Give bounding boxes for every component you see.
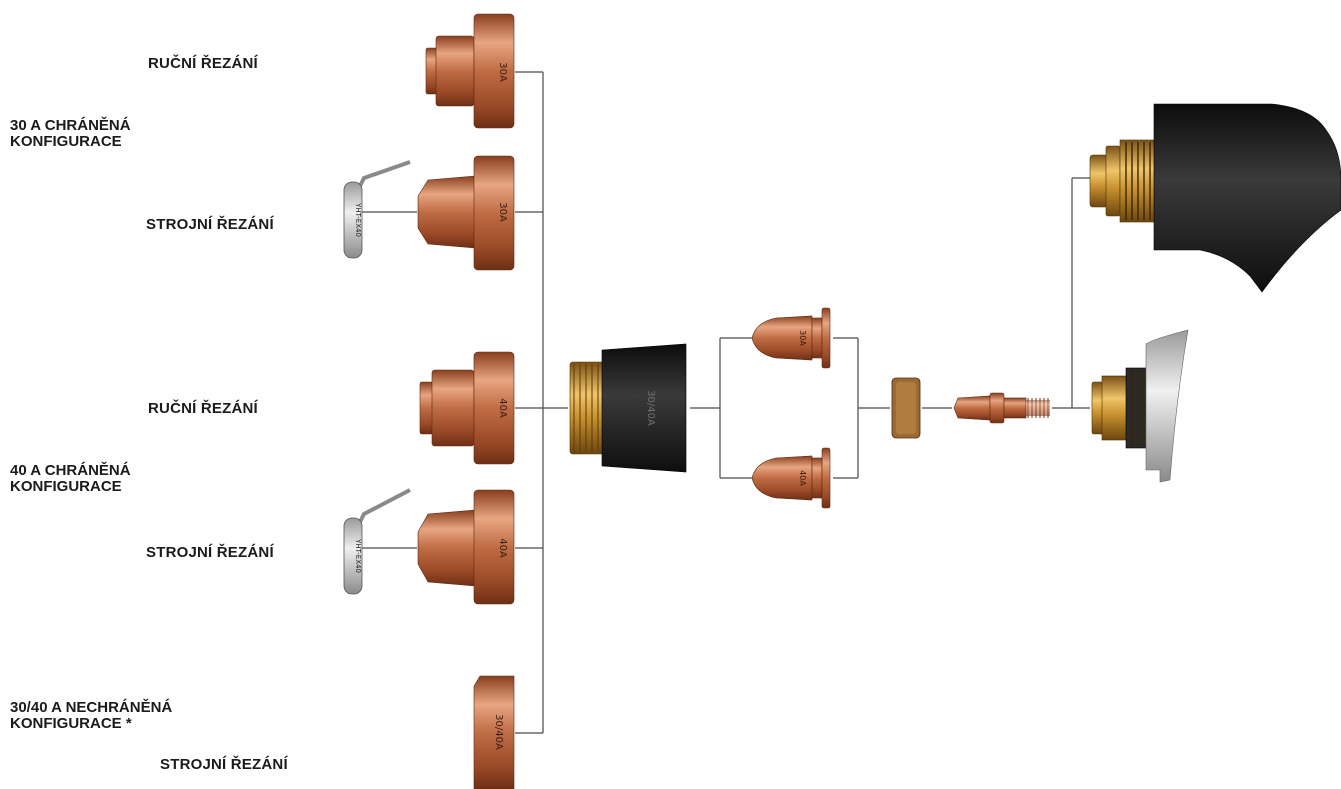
- machine-torch-head: [1091, 329, 1189, 483]
- stamp-tip-30a: 30A: [798, 330, 807, 346]
- stamp-30a-manual: 30A: [497, 62, 508, 82]
- stamp-30a-machine: 30A: [497, 202, 508, 222]
- machine-cutting-unshielded-label: STROJNÍ ŘEZÁNÍ: [160, 756, 288, 773]
- shield-cup: 30/40A: [569, 343, 687, 473]
- stamp-40a-machine: 40A: [497, 538, 508, 558]
- group-40a-line2: KONFIGURACE: [10, 478, 122, 495]
- group-30a-line2: KONFIGURACE: [10, 133, 122, 150]
- standoff-gauge-30a: YHT-EX40: [343, 160, 411, 259]
- group-unshielded-line2: KONFIGURACE *: [10, 715, 132, 732]
- group-unshielded: 30/40 A NECHRÁNĚNÁ KONFIGURACE *: [10, 700, 172, 732]
- swirl-ring: [891, 377, 921, 439]
- group-40a-shielded: 40 A CHRÁNĚNÁ KONFIGURACE: [10, 463, 131, 495]
- group-unshielded-line1: 30/40 A NECHRÁNĚNÁ: [10, 699, 173, 716]
- group-30a-shielded: 30 A CHRÁNĚNÁ KONFIGURACE: [10, 118, 131, 150]
- machine-cutting-30-label: STROJNÍ ŘEZÁNÍ: [146, 216, 274, 233]
- machine-cutting-40-label: STROJNÍ ŘEZÁNÍ: [146, 544, 274, 561]
- hand-torch-head: [1089, 103, 1341, 293]
- gauge-30a-text: YHT-EX40: [354, 202, 362, 237]
- stamp-40a-manual: 40A: [497, 398, 508, 418]
- stamp-cup: 30/40A: [645, 390, 656, 426]
- group-30a-line1: 30 A CHRÁNĚNÁ: [10, 117, 131, 134]
- tip-30a: 30A: [751, 307, 831, 369]
- tip-40a: 40A: [751, 447, 831, 509]
- shield-cap-40a-manual: 40A: [419, 351, 515, 465]
- shield-cap-40a-machine: 40A: [417, 489, 515, 605]
- shield-cap-30a-machine: 30A: [417, 155, 515, 271]
- manual-cutting-40-label: RUČNÍ ŘEZÁNÍ: [148, 400, 258, 417]
- gauge-40a-text: YHT-EX40: [354, 538, 362, 573]
- electrode: [953, 392, 1050, 424]
- group-40a-line1: 40 A CHRÁNĚNÁ: [10, 462, 131, 479]
- manual-cutting-30-label: RUČNÍ ŘEZÁNÍ: [148, 55, 258, 72]
- stamp-tip-40a: 40A: [798, 470, 807, 486]
- stamp-deflector: 30/40A: [493, 714, 504, 750]
- connector-lines: [362, 71, 1090, 734]
- shield-cap-30a-manual: 30A: [425, 13, 515, 129]
- deflector-30-40a: 30/40A: [473, 675, 515, 789]
- standoff-gauge-40a: YHT-EX40: [343, 488, 411, 595]
